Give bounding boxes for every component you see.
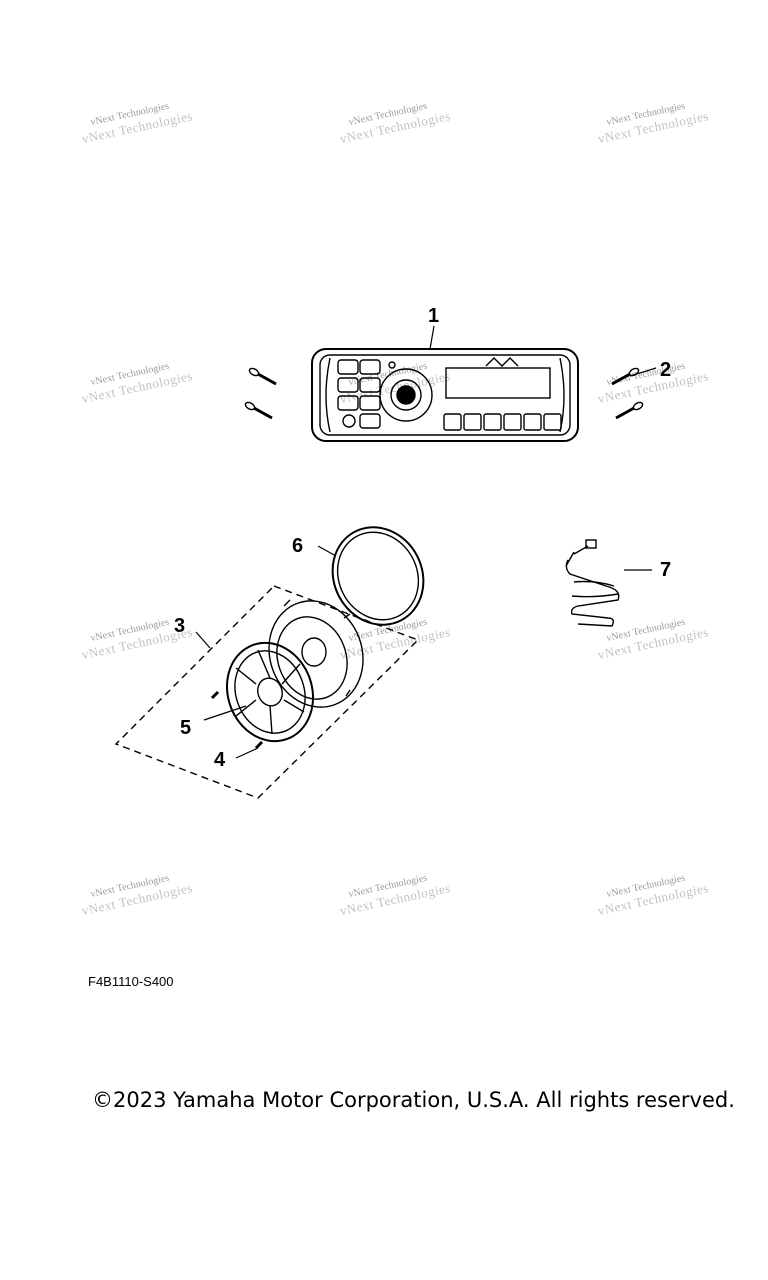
speaker-screw[interactable] <box>254 740 264 750</box>
speaker-grille[interactable] <box>213 631 326 754</box>
callout-1: 1 <box>428 305 439 327</box>
callout-7: 7 <box>660 559 671 581</box>
drawing-code: F4B1110-S400 <box>88 974 174 989</box>
callout-3: 3 <box>174 615 185 637</box>
stereo-head-unit[interactable] <box>311 348 579 442</box>
callout-6: 6 <box>292 535 303 557</box>
speaker-screw[interactable] <box>210 690 220 700</box>
callout-5: 5 <box>180 717 191 739</box>
callout-2: 2 <box>660 359 671 381</box>
callout-4: 4 <box>214 749 226 771</box>
wire-harness[interactable] <box>565 539 620 627</box>
gasket-ring[interactable] <box>316 511 441 641</box>
mounting-screw[interactable] <box>248 367 277 386</box>
mounting-screw[interactable] <box>244 401 273 420</box>
mounting-screw[interactable] <box>611 367 640 386</box>
speaker[interactable] <box>254 588 377 721</box>
copyright-notice: ©2023 Yamaha Motor Corporation, U.S.A. A… <box>92 1088 735 1112</box>
mounting-screw[interactable] <box>615 401 644 420</box>
leader-lines <box>195 325 657 759</box>
